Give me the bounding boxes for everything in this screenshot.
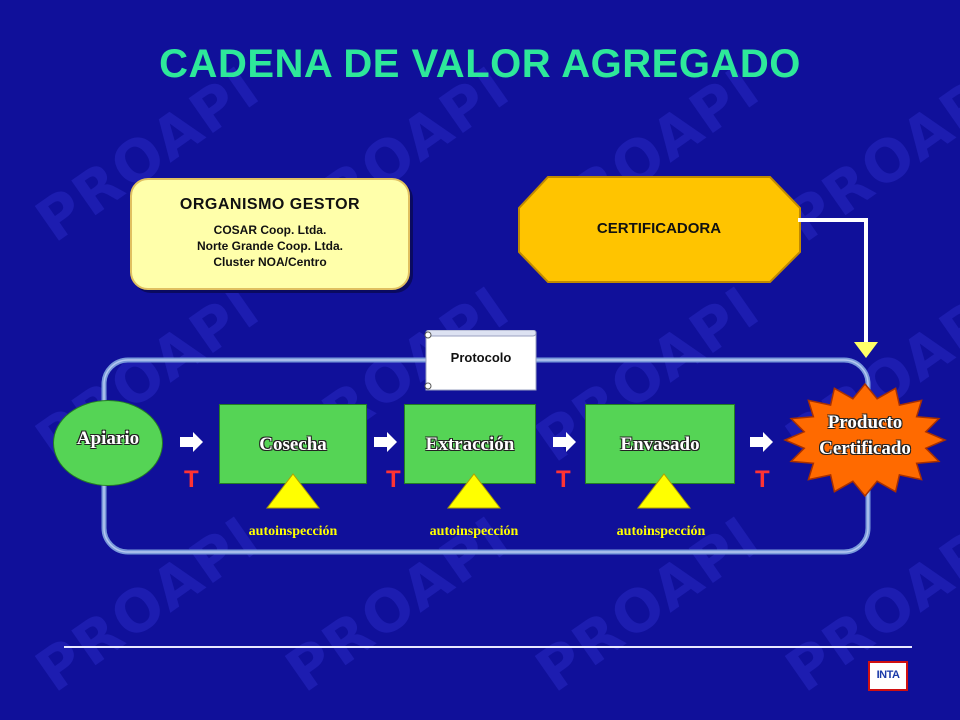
autoinspeccion-label: autoinspección [429,524,519,539]
flow-arrow-icon [750,432,773,452]
t-mark: T [755,466,770,493]
certificado-line: Certificado [819,438,911,459]
page-title: CADENA DE VALOR AGREGADO [159,42,801,86]
flow-arrow-icon [374,432,397,452]
autoinspeccion-label: autoinspección [248,524,338,539]
inta-logo: INTA [868,661,908,691]
certification-arrow [798,218,878,358]
step-envasado-box [585,404,735,484]
step-extraccion-label: Extracción [425,434,515,455]
flow-arrow-icon [180,432,203,452]
gestor-heading: ORGANISMO GESTOR [179,196,361,213]
certificadora-label: CERTIFICADORA [596,220,722,237]
producto-certificado-label: Producto Certificado [790,410,940,462]
step-cosecha-label: Cosecha [259,434,327,455]
protocolo-label: Protocolo [450,350,512,365]
apiario-oval [53,400,163,486]
apiario-label: Apiario [76,428,140,449]
footer-divider [64,646,912,648]
autoinspeccion-triangle-icon [265,473,321,509]
t-mark: T [184,466,199,493]
gestor-line: Cluster NOA/Centro [213,255,327,269]
step-envasado-label: Envasado [620,434,700,455]
autoinspeccion-triangle-icon [446,473,502,509]
organismo-gestor-box: ORGANISMO GESTOR COSAR Coop. Ltda. Norte… [130,178,410,290]
certificadora-octagon [518,176,801,283]
protocolo-scroll [424,330,537,391]
producto-line: Producto [827,412,903,433]
producto-certificado-burst [783,382,947,498]
step-extraccion-box [404,404,536,484]
gestor-line: COSAR Coop. Ltda. [213,223,327,237]
gestor-line: Norte Grande Coop. Ltda. [196,239,343,253]
step-cosecha-box [219,404,367,484]
t-mark: T [556,466,571,493]
t-mark: T [386,466,401,493]
autoinspeccion-label: autoinspección [616,524,706,539]
autoinspeccion-triangle-icon [636,473,692,509]
flow-arrow-icon [553,432,576,452]
inta-logo-text: INTA [876,669,900,681]
